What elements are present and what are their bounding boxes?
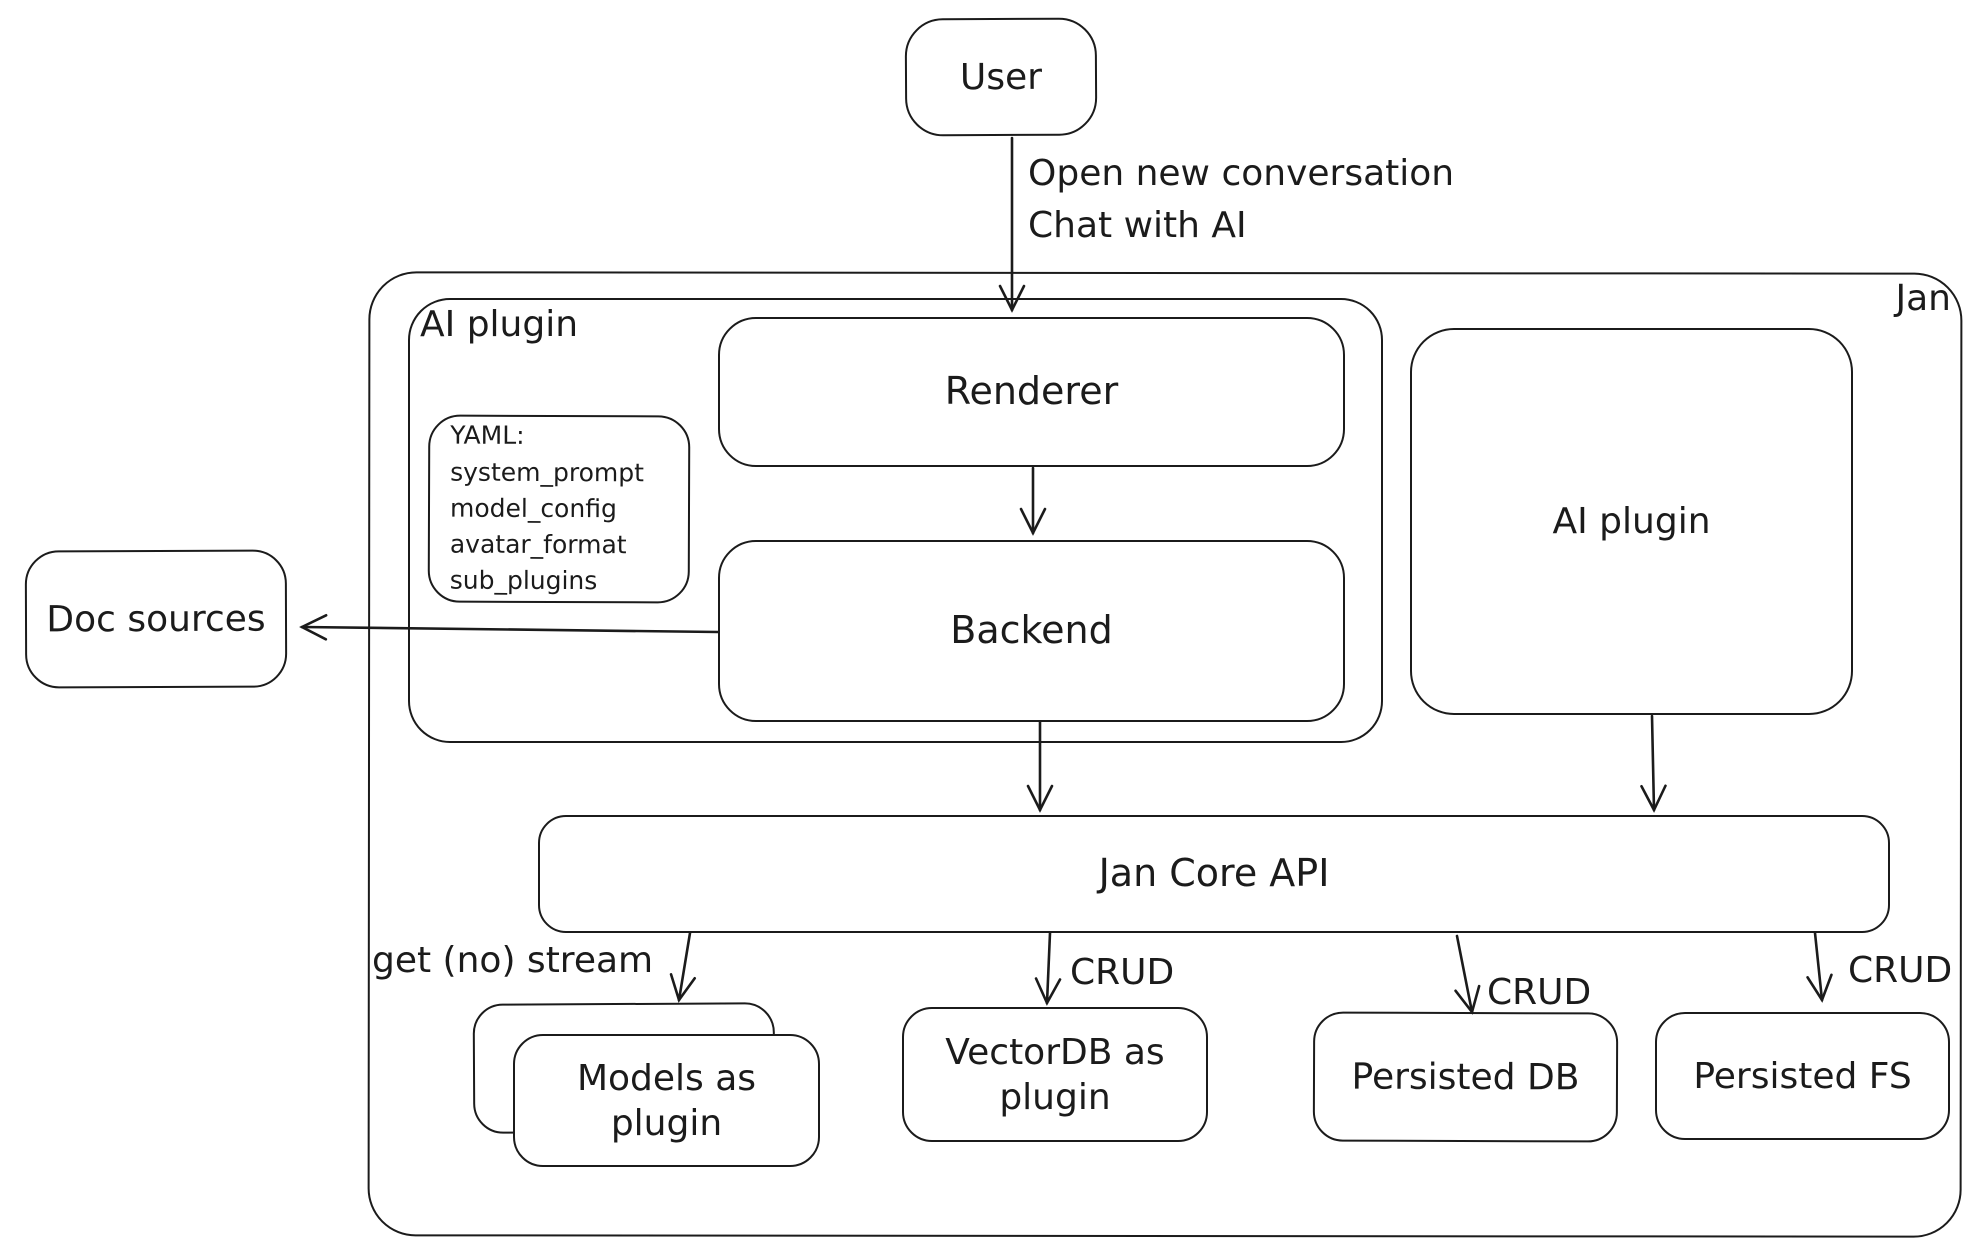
user-node-label: User (959, 56, 1043, 98)
vectordb-as-plugin-node-label: VectorDB as plugin (945, 1031, 1165, 1118)
edge-label-crud-vectordb: CRUD (1070, 952, 1175, 993)
jan-group-label: Jan (1895, 278, 1952, 319)
renderer-node-label: Renderer (944, 369, 1119, 414)
vectordb-as-plugin-node: VectorDB as plugin (902, 1007, 1208, 1142)
doc-sources-node: Doc sources (24, 549, 288, 689)
edge-label-crud-persisted-db: CRUD (1487, 972, 1592, 1013)
backend-node-label: Backend (950, 608, 1113, 653)
ai-plugin-node-label: AI plugin (1552, 501, 1711, 542)
edge-label-get-no-stream: get (no) stream (372, 940, 654, 981)
ai-plugin-node: AI plugin (1410, 328, 1853, 715)
edge-label-user-to-renderer: Open new conversation Chat with AI (1028, 148, 1454, 252)
backend-node: Backend (718, 540, 1345, 722)
edge-label-open-conversation: Open new conversation (1028, 153, 1455, 194)
ai-plugin-group-container (408, 298, 1383, 743)
renderer-node: Renderer (718, 317, 1345, 467)
doc-sources-node-label: Doc sources (46, 598, 266, 640)
jan-core-api-node-label: Jan Core API (1098, 851, 1330, 896)
persisted-db-node: Persisted DB (1312, 1011, 1619, 1143)
persisted-fs-node-label: Persisted FS (1693, 1055, 1912, 1097)
yaml-note-lines: YAML: system_prompt model_config avatar_… (450, 418, 644, 600)
yaml-line-sub-plugins: sub_plugins (449, 565, 598, 596)
persisted-fs-node: Persisted FS (1655, 1012, 1950, 1140)
jan-core-api-node: Jan Core API (538, 815, 1890, 933)
models-as-plugin-node-label: Models as plugin (576, 1057, 757, 1144)
yaml-line-avatar-format: avatar_format (449, 529, 627, 560)
models-as-plugin-node: Models as plugin (513, 1034, 820, 1167)
ai-plugin-group-label: AI plugin (420, 304, 579, 345)
persisted-db-node-label: Persisted DB (1351, 1056, 1580, 1098)
yaml-line-system-prompt: system_prompt (450, 457, 644, 487)
edge-label-chat-with-ai: Chat with AI (1028, 205, 1247, 247)
edge-label-crud-persisted-fs: CRUD (1848, 950, 1953, 991)
yaml-note-node: YAML: system_prompt model_config avatar_… (427, 414, 691, 604)
yaml-line-model-config: model_config (449, 493, 617, 524)
user-node: User (904, 17, 1098, 137)
yaml-line-title: YAML: (450, 420, 525, 451)
